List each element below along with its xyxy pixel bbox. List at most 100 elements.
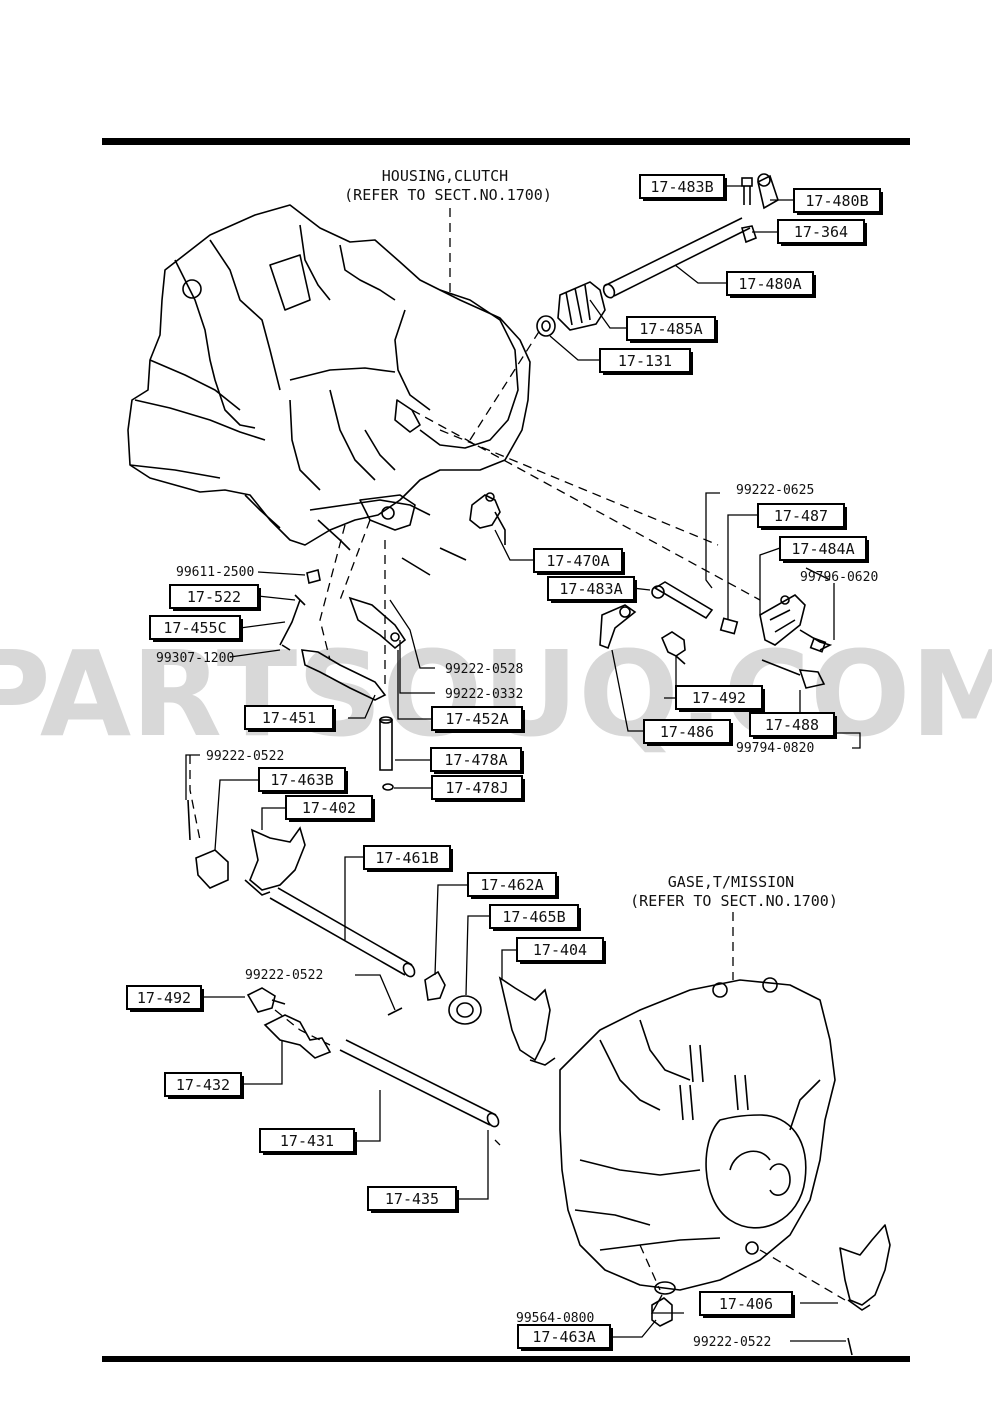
callout-shadow (262, 771, 348, 794)
callout-label: 17-452A (445, 710, 508, 728)
part-callout-17-492[interactable]: 17-492 (126, 985, 204, 1012)
part-callout-17-404[interactable]: 17-404 (516, 937, 606, 964)
part-callout-17-478a[interactable]: 17-478A (430, 747, 524, 774)
callout-shadow (263, 1132, 357, 1155)
part-number[interactable]: 99794-0820 (736, 741, 814, 756)
part-callout-17-462a[interactable]: 17-462A (467, 872, 559, 899)
part-callout-17-435[interactable]: 17-435 (367, 1186, 459, 1213)
callout-label: 17-492 (692, 689, 746, 707)
callout-label: 17-478J (445, 779, 508, 797)
part-callout-17-480a[interactable]: 17-480A (726, 271, 816, 298)
part-callout-17-452a[interactable]: 17-452A (431, 706, 525, 733)
part-callout-17-402[interactable]: 17-402 (285, 795, 375, 822)
callout-label: 17-492 (137, 989, 191, 1007)
callout-label: 17-431 (280, 1132, 334, 1150)
part-callout-17-483a[interactable]: 17-483A (547, 576, 637, 603)
part-callout-17-483b[interactable]: 17-483B (639, 174, 727, 201)
callout-shadow (630, 320, 718, 343)
part-callout-17-470a[interactable]: 17-470A (533, 548, 625, 575)
callout-box (244, 705, 334, 730)
part-number[interactable]: 99796-0620 (800, 570, 878, 585)
part-callout-17-406[interactable]: 17-406 (699, 1291, 795, 1318)
plain-labels: 99222-0625 99796-0620 99611-2500 99307-1… (156, 483, 878, 1350)
callout-box (164, 1072, 242, 1097)
callout-box (675, 685, 763, 710)
callout-box (749, 712, 835, 737)
callout-shadow (371, 1190, 459, 1213)
callout-label: 17-483A (559, 580, 622, 598)
callout-box (489, 904, 579, 929)
callout-label: 17-435 (385, 1190, 439, 1208)
callout-label: 17-406 (719, 1295, 773, 1313)
callout-box (259, 1128, 355, 1153)
watermark: PARTSOUQ.COM (0, 625, 992, 763)
part-callout-17-488[interactable]: 17-488 (749, 712, 837, 739)
callout-label: 17-451 (262, 709, 316, 727)
part-callout-17-487[interactable]: 17-487 (757, 503, 847, 530)
part-number[interactable]: 99222-0528 (445, 662, 523, 677)
part-callout-17-484a[interactable]: 17-484A (779, 536, 869, 563)
part-number[interactable]: 99222-0522 (693, 1335, 771, 1350)
callout-label: 17-478A (444, 751, 507, 769)
part-callout-17-131[interactable]: 17-131 (599, 348, 693, 375)
part-callout-17-486[interactable]: 17-486 (643, 719, 733, 746)
part-number[interactable]: 99222-0625 (736, 483, 814, 498)
part-number[interactable]: 99307-1200 (156, 651, 234, 666)
callout-box (726, 271, 814, 296)
callout-shadow (367, 849, 453, 872)
callout-shadow (679, 689, 765, 712)
part-callout-17-461b[interactable]: 17-461B (363, 845, 453, 872)
part-number[interactable]: 99222-0332 (445, 687, 523, 702)
part-callout-17-522[interactable]: 17-522 (169, 584, 261, 611)
callout-label: 17-483B (650, 178, 713, 196)
part-callout-17-451[interactable]: 17-451 (244, 705, 336, 732)
callout-label: 17-522 (187, 588, 241, 606)
callout-label: 17-461B (375, 849, 438, 867)
callout-label: 17-432 (176, 1076, 230, 1094)
callout-box (467, 872, 557, 897)
callout-box (779, 536, 867, 561)
callout-shadow (551, 580, 637, 603)
part-callout-17-480b[interactable]: 17-480B (793, 188, 883, 215)
callout-shadow (521, 1328, 613, 1351)
callout-label: 17-455C (163, 619, 226, 637)
callout-box (367, 1186, 457, 1211)
part-number[interactable]: 99564-0800 (516, 1311, 594, 1326)
callout-shadow (797, 192, 883, 215)
part-callout-17-478j[interactable]: 17-478J (431, 775, 525, 802)
case-note-line2: (REFER TO SECT.NO.1700) (630, 892, 838, 910)
callout-box (169, 584, 259, 609)
part-callout-17-492[interactable]: 17-492 (675, 685, 765, 712)
part-number[interactable]: 99222-0522 (206, 749, 284, 764)
callout-box (431, 706, 523, 731)
top-rule (102, 138, 910, 145)
callout-box (793, 188, 881, 213)
part-callout-17-485a[interactable]: 17-485A (626, 316, 718, 343)
callout-shadow (153, 619, 243, 642)
callout-label: 17-486 (660, 723, 714, 741)
part-callout-17-463a[interactable]: 17-463A (517, 1324, 613, 1351)
callout-label: 17-485A (639, 320, 702, 338)
callout-box (777, 219, 865, 244)
callout-box (533, 548, 623, 573)
part-number[interactable]: 99222-0522 (245, 968, 323, 983)
callout-shadow (730, 275, 816, 298)
part-callout-17-455c[interactable]: 17-455C (149, 615, 243, 642)
part-callout-17-463b[interactable]: 17-463B (258, 767, 348, 794)
callout-box (757, 503, 845, 528)
part-number[interactable]: 99611-2500 (176, 565, 254, 580)
callout-box (599, 348, 691, 373)
part-callout-17-432[interactable]: 17-432 (164, 1072, 244, 1099)
part-callout-17-364[interactable]: 17-364 (777, 219, 867, 246)
callout-label: 17-462A (480, 876, 543, 894)
callout-box (149, 615, 241, 640)
part-callout-17-465b[interactable]: 17-465B (489, 904, 581, 931)
callout-shadow (537, 552, 625, 575)
callout-shadow (435, 710, 525, 733)
callout-box (517, 1324, 611, 1349)
part-callout-17-431[interactable]: 17-431 (259, 1128, 357, 1155)
callout-box (258, 767, 346, 792)
housing-note-line2: (REFER TO SECT.NO.1700) (344, 186, 552, 204)
callout-box (699, 1291, 793, 1316)
